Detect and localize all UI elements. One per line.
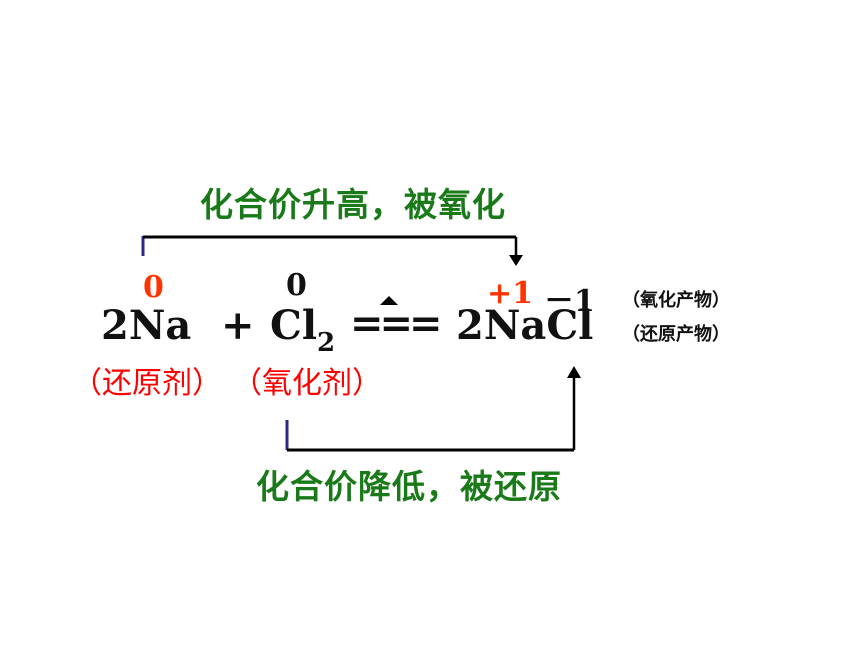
reducing-agent-label: （还原剂）: [72, 366, 222, 401]
na-product-oxidation-state: +1: [487, 276, 534, 311]
reduction-product-note: （还原产物）: [622, 324, 730, 345]
heating-triangle-icon: [380, 296, 398, 305]
oxidizing-agent-label: （氧化剂）: [232, 366, 382, 401]
cl-reactant-oxidation-state: 0: [286, 268, 307, 303]
reaction-equals: ===: [350, 300, 443, 347]
na-reactant-oxidation-state: 0: [143, 270, 164, 305]
reactant-chlorine: Cl2: [270, 302, 335, 358]
chlorine-subscript: 2: [317, 328, 336, 358]
plus-sign: +: [221, 302, 255, 349]
top-arrowhead: [509, 255, 523, 266]
reactant-sodium: 2Na: [101, 302, 192, 349]
chlorine-symbol: Cl: [270, 302, 318, 349]
oxidation-label: 化合价升高，被氧化: [200, 185, 506, 224]
product-sodium-chloride: 2NaCl: [456, 302, 594, 349]
cl-product-oxidation-state: －1: [544, 284, 595, 319]
oxidation-product-note: （氧化产物）: [622, 290, 730, 311]
bottom-arrowhead: [567, 366, 581, 378]
reduction-label: 化合价降低，被还原: [256, 467, 562, 506]
